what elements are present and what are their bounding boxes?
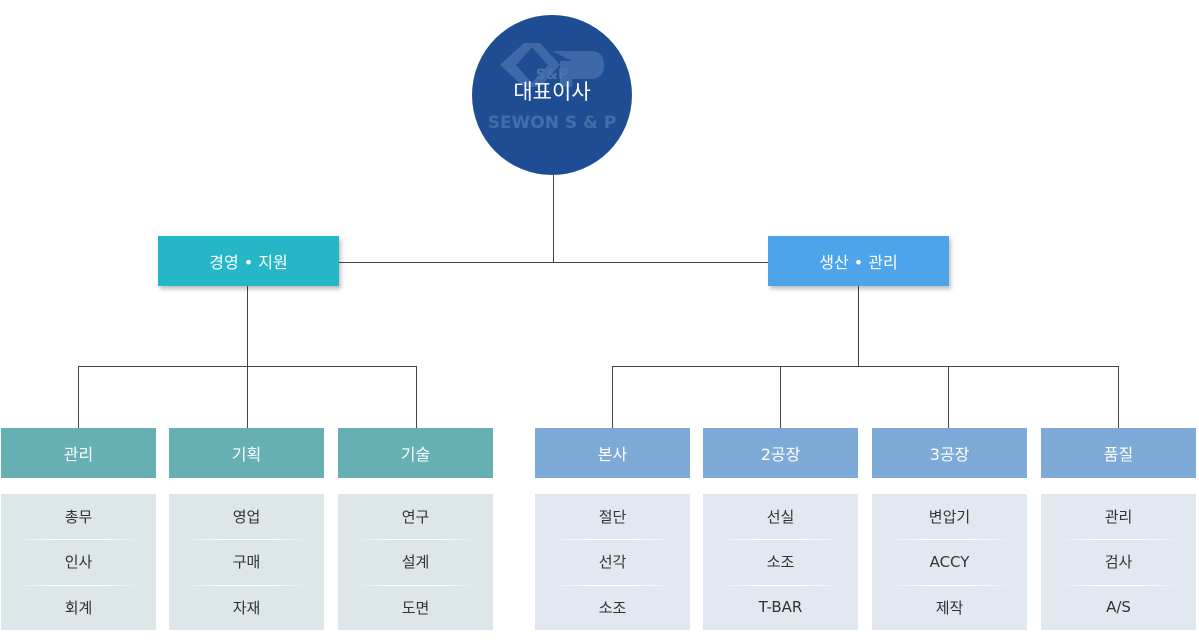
dept-plant-3-items: 변압기 ACCY 제작 — [872, 494, 1027, 630]
dept-label: 본사 — [597, 445, 628, 464]
list-item: 소조 — [535, 584, 690, 630]
list-item: 회계 — [1, 584, 156, 630]
company-logo-text: SEWON S & P — [488, 113, 617, 133]
connector-dept-drop — [780, 366, 781, 428]
dept-label: 기획 — [231, 445, 262, 464]
connector-dept-drop — [416, 366, 417, 428]
ceo-title: 대표이사 — [513, 80, 591, 104]
list-item: 설계 — [338, 539, 493, 584]
dept-quality-items: 관리 검사 A/S — [1041, 494, 1196, 630]
connector-dept-drop — [247, 366, 248, 428]
dept-engineering-items: 연구 설계 도면 — [338, 494, 493, 630]
division-label: 생산 • 관리 — [819, 253, 898, 272]
dept-label: 품질 — [1103, 445, 1134, 464]
connector-management-vertical — [247, 286, 248, 367]
dept-plant-3: 3공장 — [872, 428, 1027, 478]
connector-dept-drop — [948, 366, 949, 428]
dept-label: 관리 — [63, 445, 94, 464]
list-item: T-BAR — [703, 584, 858, 630]
company-logo-mark: S&P — [536, 67, 569, 83]
list-item: 선각 — [535, 539, 690, 584]
list-item: A/S — [1041, 584, 1196, 630]
dept-plant-2-items: 선실 소조 T-BAR — [703, 494, 858, 630]
list-item: 소조 — [703, 539, 858, 584]
list-item: 관리 — [1104, 508, 1133, 527]
connector-dept-drop — [612, 366, 613, 428]
dept-engineering: 기술 — [338, 428, 493, 478]
dept-planning: 기획 — [169, 428, 324, 478]
connector-production-horizontal — [612, 366, 1119, 367]
list-item: ACCY — [872, 539, 1027, 584]
dept-planning-items: 영업 구매 자재 — [169, 494, 324, 630]
dept-label: 2공장 — [760, 445, 801, 464]
list-item: 변압기 — [928, 508, 971, 527]
list-item: 영업 — [232, 508, 261, 527]
list-item: 자재 — [169, 584, 324, 630]
connector-production-vertical — [858, 286, 859, 367]
dept-label: 기술 — [400, 445, 431, 464]
dept-headquarters-items: 절단 선각 소조 — [535, 494, 690, 630]
list-item: 검사 — [1041, 539, 1196, 584]
division-management-support: 경영 • 지원 — [158, 236, 339, 286]
company-logo-watermark: S&P SEWON S & P — [488, 43, 617, 133]
list-item: 총무 — [64, 508, 93, 527]
dept-headquarters: 본사 — [535, 428, 690, 478]
connector-dept-drop — [1118, 366, 1119, 428]
dept-quality: 품질 — [1041, 428, 1196, 478]
list-item: 절단 — [598, 508, 627, 527]
dept-plant-2: 2공장 — [703, 428, 858, 478]
dept-admin-items: 총무 인사 회계 — [1, 494, 156, 630]
list-item: 선실 — [766, 508, 795, 527]
list-item: 인사 — [1, 539, 156, 584]
dept-label: 3공장 — [929, 445, 970, 464]
division-production-management: 생산 • 관리 — [768, 236, 949, 286]
connector-dept-drop — [78, 366, 79, 428]
list-item: 연구 — [401, 508, 430, 527]
ceo-node: S&P SEWON S & P 대표이사 — [472, 15, 632, 175]
list-item: 구매 — [169, 539, 324, 584]
division-label: 경영 • 지원 — [209, 253, 288, 272]
list-item: 도면 — [338, 584, 493, 630]
connector-division-horizontal — [338, 262, 770, 263]
list-item: 제작 — [872, 584, 1027, 630]
dept-admin: 관리 — [1, 428, 156, 478]
connector-ceo-vertical — [553, 175, 554, 263]
